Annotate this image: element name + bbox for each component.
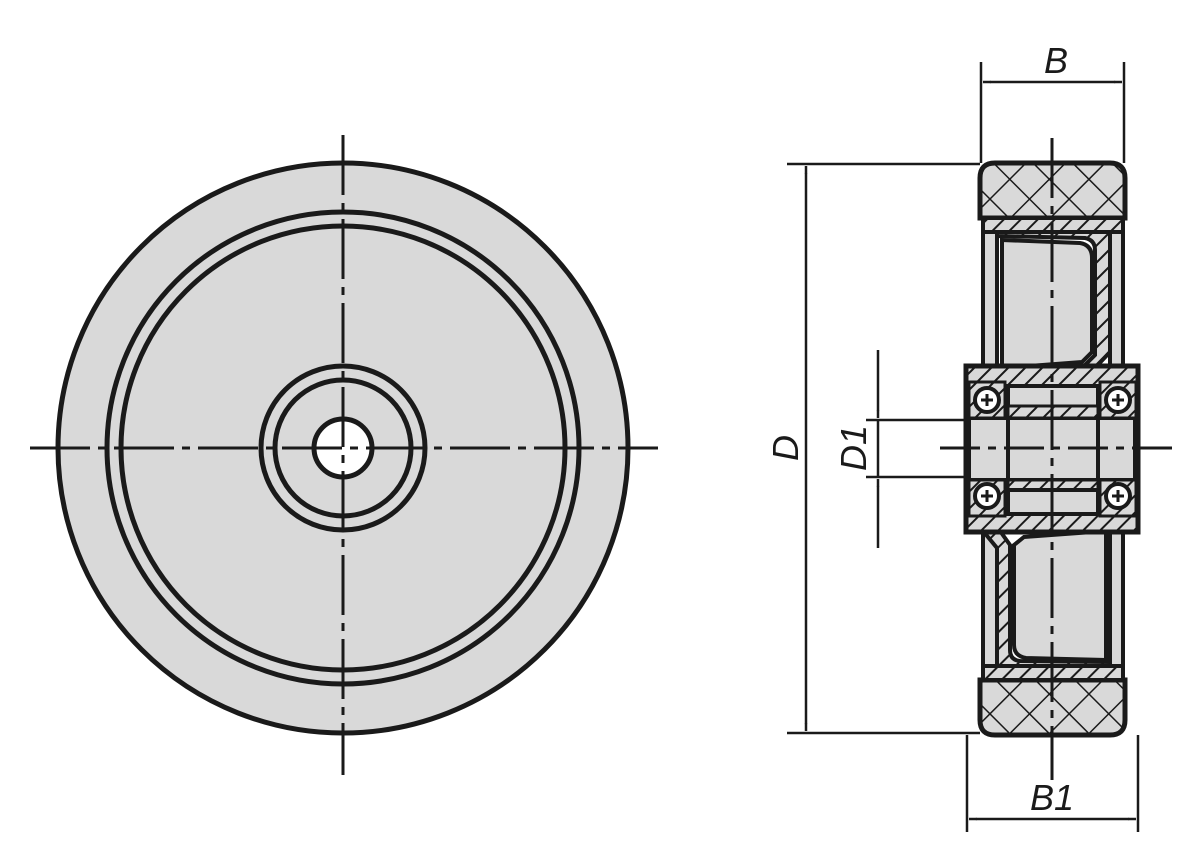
bottom-tread-section	[977, 677, 1128, 738]
lower-web-section	[978, 529, 1112, 668]
dimension-B: B	[979, 40, 1126, 163]
dimension-D1: D1	[833, 350, 969, 548]
dimension-D: D	[765, 162, 980, 735]
bearing-top-left	[967, 380, 1007, 420]
bearing-bottom-right	[1098, 478, 1138, 518]
front-view	[30, 135, 658, 775]
dimension-B1: B1	[965, 735, 1140, 832]
bearing-top-right	[1098, 380, 1138, 420]
bearing-bottom-left	[967, 478, 1007, 518]
lower-cavity	[1012, 528, 1108, 663]
dimension-label-D: D	[765, 435, 806, 461]
dimension-label-B1: B1	[1030, 777, 1074, 818]
dimension-label-B: B	[1044, 40, 1068, 81]
section-side-view	[940, 138, 1172, 780]
top-left-wall	[981, 230, 999, 369]
upper-cavity	[1000, 237, 1094, 371]
bottom-right-wall	[1108, 529, 1125, 668]
dimension-label-D1: D1	[833, 425, 874, 471]
bottom-left-wall	[981, 529, 999, 668]
